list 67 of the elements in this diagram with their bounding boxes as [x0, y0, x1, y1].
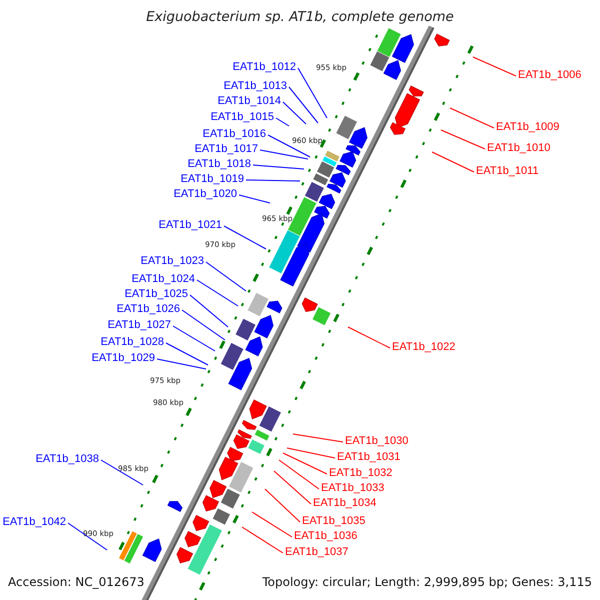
leader-line: [274, 470, 312, 504]
gene-label: EAT1b_1012: [232, 60, 296, 74]
leader-line: [196, 280, 238, 306]
leader-line: [252, 512, 292, 538]
leader-line: [206, 262, 246, 292]
leader-line: [292, 434, 344, 442]
gene-label: EAT1b_1021: [158, 218, 222, 232]
leader-line: [298, 68, 328, 118]
gene-label: EAT1b_1035: [302, 514, 366, 528]
gene-label: EAT1b_1010: [487, 141, 550, 155]
leader-line: [264, 488, 300, 522]
leader-line: [268, 134, 310, 158]
leader-line: [276, 118, 290, 126]
leader-line: [100, 460, 144, 486]
leader-line: [432, 152, 474, 172]
leader-line: [246, 180, 300, 182]
leader-line: [450, 108, 494, 128]
gene-label: EAT1b_1025: [124, 287, 188, 301]
leader-line: [224, 226, 266, 250]
leader-line: [260, 150, 308, 160]
leader-line: [172, 326, 216, 352]
gene-label: EAT1b_1006: [518, 68, 582, 82]
gene-label: EAT1b_1028: [100, 335, 164, 349]
gene-label: EAT1b_1017: [194, 142, 258, 156]
gene-label: EAT1b_1015: [210, 110, 274, 124]
gene-label: EAT1b_1036: [294, 529, 358, 543]
gene-label: EAT1b_1016: [202, 127, 266, 141]
leader-line: [288, 86, 318, 124]
leader-line: [440, 130, 486, 150]
gene-label: EAT1b_1009: [496, 120, 560, 134]
gene-label: EAT1b_1031: [337, 450, 400, 464]
leader-line: [282, 452, 328, 474]
gene-label: EAT1b_1018: [188, 157, 251, 171]
gene-label: EAT1b_1032: [329, 466, 392, 480]
gene-label: EAT1b_1020: [174, 187, 237, 201]
gene-label: EAT1b_1026: [116, 302, 180, 316]
gene-label: EAT1b_1034: [313, 496, 376, 510]
gene-label: EAT1b_1042: [2, 515, 66, 529]
leader-line: [282, 102, 306, 124]
map-title: Exiguobacterium sp. AT1b, complete genome: [144, 8, 456, 26]
gene-label: EAT1b_1024: [132, 272, 195, 286]
gene-label: EAT1b_1037: [285, 545, 348, 559]
gene-label: EAT1b_1030: [345, 434, 408, 448]
leader-line: [472, 56, 516, 76]
leader-line: [166, 342, 208, 366]
leader-line: [278, 460, 320, 490]
leader-line: [190, 294, 228, 328]
gene-label: EAT1b_1019: [180, 172, 244, 186]
gene-label: EAT1b_1029: [92, 351, 155, 365]
gene-label: EAT1b_1027: [108, 318, 171, 332]
leader-line: [252, 164, 304, 170]
accession-text: Accession: NC_012673: [8, 575, 144, 590]
leader-line: [156, 358, 206, 370]
leader-line: [286, 448, 336, 458]
gene-label: EAT1b_1033: [321, 481, 384, 495]
leader-line: [182, 310, 226, 340]
leader-line: [348, 326, 390, 348]
gene-label: EAT1b_1011: [476, 164, 539, 178]
gene-label: EAT1b_1023: [140, 254, 204, 268]
leader-line: [68, 522, 108, 550]
genome-summary-text: Topology: circular; Length: 2,999,895 bp; Genes: 3,115: [262, 575, 592, 590]
gene-label: EAT1b_1022: [392, 340, 456, 354]
gene-label: EAT1b_1013: [224, 79, 287, 93]
gene-label: EAT1b_1014: [218, 94, 281, 108]
leader-line: [242, 526, 284, 554]
gene-label: EAT1b_1038: [36, 452, 99, 466]
leader-line: [238, 194, 270, 204]
